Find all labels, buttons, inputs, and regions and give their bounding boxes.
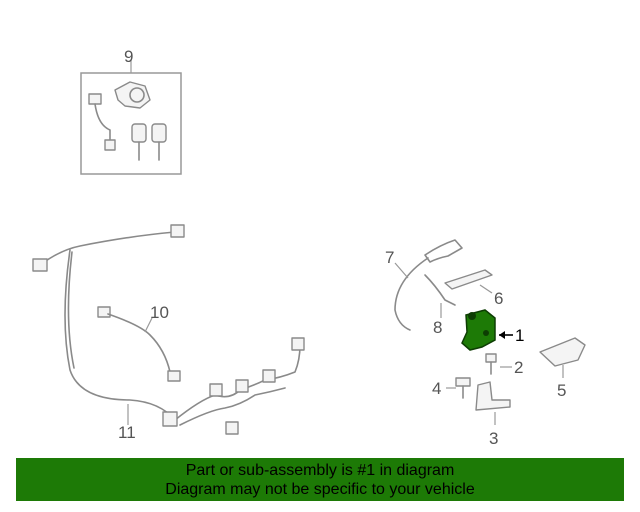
callout-9: 9 [124, 47, 133, 66]
callout-2: 2 [514, 358, 523, 377]
part-4-screw[interactable] [446, 377, 471, 399]
part-7-handle-cable[interactable] [394, 239, 463, 331]
part-10-sub-harness[interactable] [97, 306, 181, 382]
parts-diagram: 9 11 10 7 8 6 [32, 47, 586, 448]
part-6-striker-plate[interactable] [444, 269, 493, 294]
callout-6: 6 [494, 289, 503, 308]
banner-line-2: Diagram may not be specific to your vehi… [165, 481, 475, 498]
callout-10: 10 [150, 303, 169, 322]
banner-line-1: Part or sub-assembly is #1 in diagram [185, 462, 455, 479]
part-9-lock-set[interactable] [80, 60, 182, 175]
callout-1: 1 [515, 326, 524, 345]
part-3-bracket[interactable] [475, 381, 511, 425]
part-11-wire-harness[interactable] [32, 224, 305, 435]
callout-3: 3 [489, 429, 498, 448]
callout-7: 7 [385, 248, 394, 267]
part-8-lock-rod[interactable] [424, 274, 456, 318]
callout-5: 5 [557, 381, 566, 400]
callout-4: 4 [432, 379, 441, 398]
callout-8: 8 [433, 318, 442, 337]
part-5-cover[interactable] [539, 337, 586, 378]
callout-11: 11 [118, 423, 136, 442]
notice-banner: Part or sub-assembly is #1 in diagram Di… [16, 458, 624, 501]
part-1-latch-assembly[interactable] [461, 309, 513, 351]
part-2-bolt[interactable] [485, 353, 512, 375]
